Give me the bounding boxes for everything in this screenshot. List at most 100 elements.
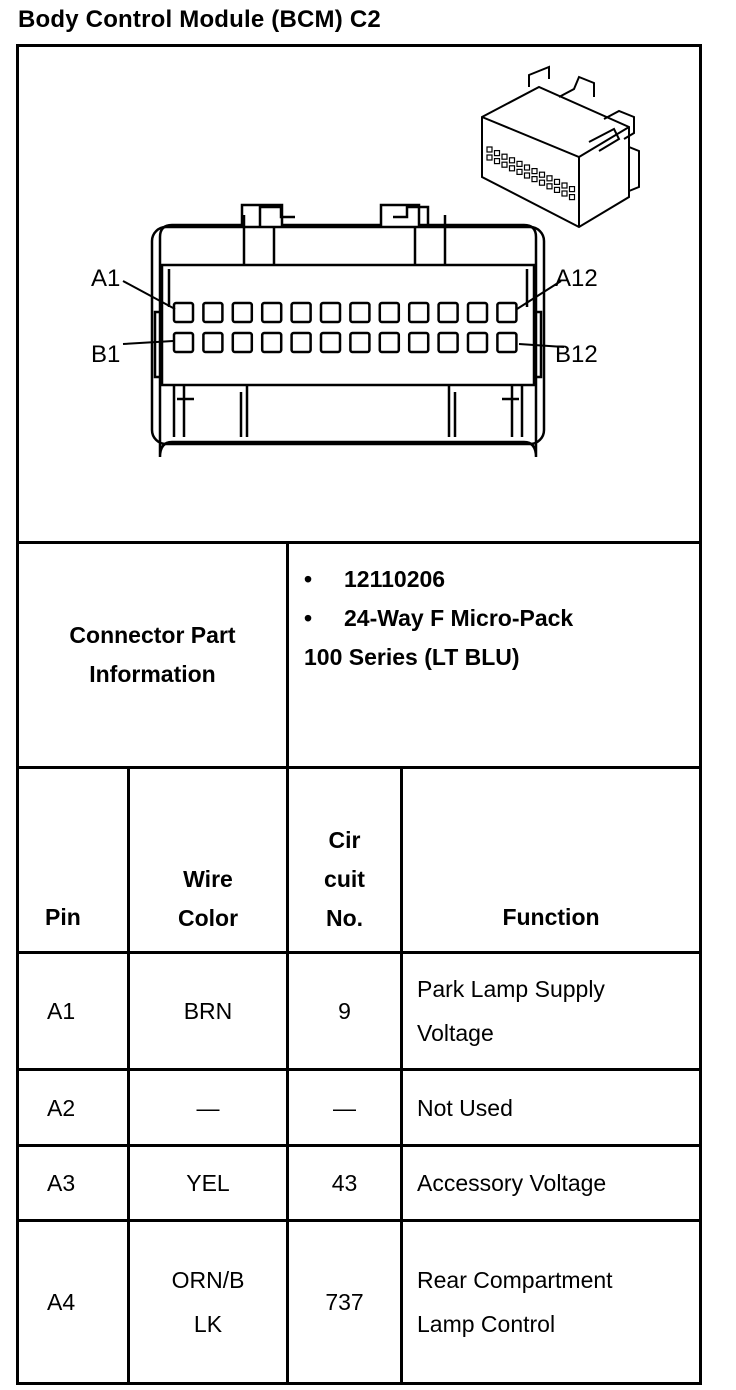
cell-circuit: 9 [289, 954, 400, 1068]
cell-pin: A4 [19, 1222, 127, 1382]
cell-function-line: Accessory Voltage [417, 1170, 607, 1196]
mini-pin-cavity [553, 186, 561, 193]
divider [16, 541, 702, 544]
pin-label-a1: A1 [91, 265, 120, 292]
mini-pin-cavity [486, 146, 493, 153]
divider [16, 766, 702, 769]
connector-info-label: Connector Part Information [19, 544, 286, 766]
header-circuit-line1: Cir [328, 827, 361, 853]
connector-info-item: • 12110206 [304, 560, 573, 599]
cell-function-line: Rear Compartment [417, 1267, 613, 1293]
pin-cavity [202, 331, 224, 354]
connector-info-label-line2: Information [89, 661, 216, 687]
mini-pin-cavity [523, 164, 531, 171]
connector-info-label-line1: Connector Part [69, 622, 236, 648]
mini-pin-cavity [523, 172, 531, 179]
cell-wire-color: — [130, 1071, 286, 1144]
header-wire-color: Wire Color [130, 860, 286, 938]
pin-cavity [202, 301, 224, 324]
mini-pin-cavity [538, 179, 546, 186]
divider [127, 766, 130, 1384]
cell-circuit-line: 9 [338, 998, 351, 1024]
cell-pin-line: A4 [47, 1289, 76, 1315]
cell-wire-color-line: YEL [186, 1170, 230, 1196]
mini-pin-cavity [508, 165, 516, 172]
pin-cavity [260, 301, 283, 324]
cell-circuit: 43 [289, 1147, 400, 1219]
cell-pin-line: A2 [47, 1094, 76, 1121]
mini-pin-cavity [531, 167, 538, 175]
pin-cavity [349, 331, 371, 354]
cell-wire-color: BRN [130, 954, 286, 1068]
pin-cavity [290, 301, 312, 324]
pin-cavity [407, 301, 430, 324]
cell-circuit: — [289, 1071, 400, 1144]
pin-cavity [231, 301, 254, 324]
header-wire-color-line2: Color [177, 905, 239, 931]
cell-wire-color-line: BRN [183, 998, 233, 1024]
pin-cavity [496, 331, 518, 354]
mini-pin-cavity [546, 183, 553, 190]
pin-cavity [172, 301, 195, 324]
mini-pin-cavity [501, 153, 508, 160]
cell-circuit-line: 737 [325, 1289, 364, 1315]
header-circuit: Cir cuit No. [289, 821, 400, 938]
cell-function-line: Lamp Control [417, 1311, 556, 1337]
cell-pin: A3 [19, 1147, 127, 1219]
page-title: Body Control Module (BCM) C2 [18, 6, 381, 33]
pin-cavity [231, 331, 254, 354]
pin-cavity [378, 331, 401, 354]
mini-pin-cavity [561, 190, 568, 197]
pin-label-b12: B12 [555, 341, 598, 368]
cell-circuit: 737 [289, 1222, 400, 1382]
divider [286, 541, 289, 1384]
pin-cavity [407, 331, 430, 354]
mini-pin-cavity [493, 149, 501, 157]
cell-pin-line: A3 [47, 1170, 76, 1196]
mini-pin-cavity [486, 154, 493, 161]
mini-pin-cavity [516, 160, 523, 168]
connector-diagram: A1 B1 A12 B12 [91, 65, 640, 458]
mini-pin-cavity [516, 168, 523, 176]
cell-pin-line: A1 [47, 998, 76, 1024]
mini-pin-cavity [538, 171, 546, 178]
divider [16, 1068, 702, 1071]
pin-cavity [437, 301, 459, 324]
header-circuit-line2: cuit [324, 866, 365, 892]
part-number: 12110206 [344, 566, 446, 592]
pin-cavity [290, 331, 312, 354]
pin-cavity [496, 301, 518, 324]
cell-function: Not Used [403, 1071, 699, 1144]
cell-pin: A2 [19, 1071, 127, 1144]
cell-circuit-line: 43 [331, 1170, 358, 1196]
divider [16, 1219, 702, 1222]
cell-function-line: Park Lamp Supply [417, 976, 605, 1002]
cell-function-line: Voltage [417, 1020, 494, 1046]
bullet-icon: • [304, 605, 313, 631]
divider [16, 1382, 702, 1385]
header-wire-color-line1: Wire [183, 866, 233, 892]
cell-circuit-line: — [333, 1094, 356, 1121]
header-function: Function [502, 904, 600, 930]
mini-pin-cavity [493, 157, 501, 165]
pin-label-b1: B1 [91, 341, 120, 368]
divider [16, 1144, 702, 1147]
pin-cavity [437, 331, 459, 354]
mini-pin-cavity [568, 186, 576, 193]
mini-pin-cavity [546, 175, 553, 182]
bullet-icon: • [304, 566, 313, 592]
connector-info-content: • 12110206 • 24-Way F Micro-Pack 100 Ser… [304, 560, 573, 677]
cell-function-line: Not Used [417, 1094, 513, 1121]
pin-cavity [378, 301, 401, 324]
mini-pin-cavity [508, 157, 516, 164]
cell-wire-color: ORN/B LK [130, 1222, 286, 1382]
cell-wire-color-line: ORN/B [171, 1267, 245, 1293]
cell-wire-color-line: LK [193, 1311, 223, 1337]
connector-series: 100 Series (LT BLU) [304, 644, 520, 670]
divider [400, 766, 403, 1384]
cell-function: Accessory Voltage [403, 1147, 699, 1219]
connector-info-item: • 24-Way F Micro-Pack [304, 599, 573, 638]
mini-pin-cavity [501, 161, 508, 168]
